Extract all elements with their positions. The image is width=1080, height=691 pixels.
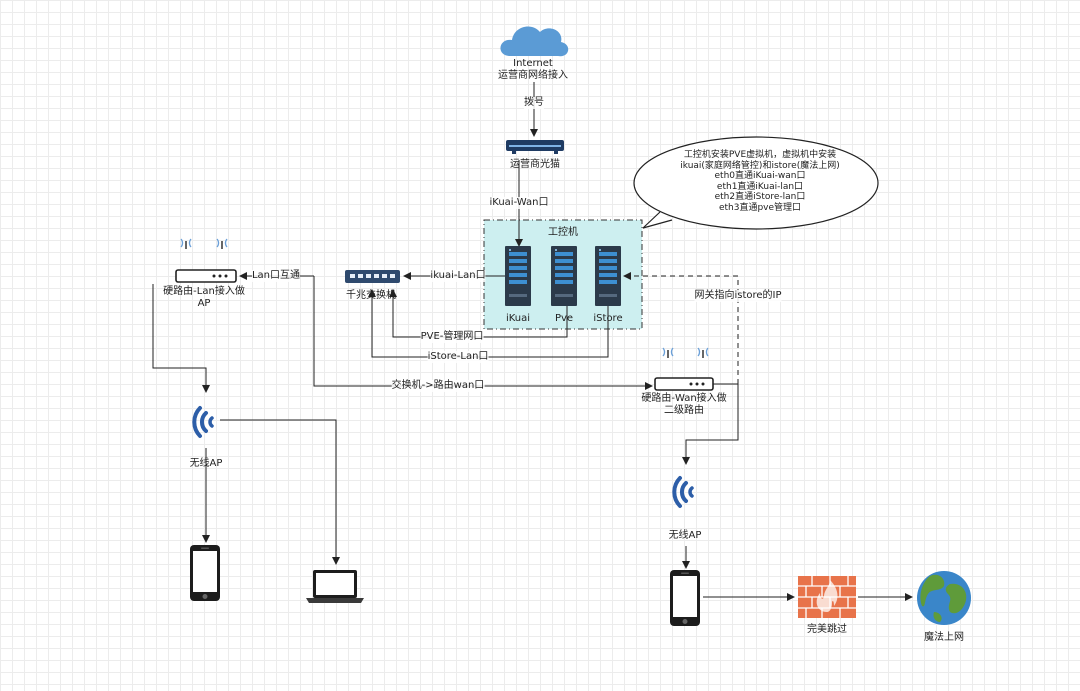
globe-icon xyxy=(917,571,971,625)
callout-line: eth2直通iStore-lan口 xyxy=(714,192,806,202)
firewall-label: 完美跳过 xyxy=(807,624,847,635)
server-istore-icon xyxy=(595,246,621,306)
callout-line: eth1直通iKuai-lan口 xyxy=(716,181,804,192)
callout-line: eth3直通pve管理口 xyxy=(718,202,802,213)
globe-label: 魔法上网 xyxy=(924,632,964,643)
ipc-title: 工控机 xyxy=(548,227,578,238)
internet-label: Internet 运营商网络接入 xyxy=(498,58,568,82)
edge-ap-laptop xyxy=(220,419,340,565)
modem-label: 运营商光猫 xyxy=(510,159,560,170)
internet-label-line2: 运营商网络接入 xyxy=(498,70,568,81)
callout-bubble xyxy=(633,136,879,230)
edge-gateway-dashed xyxy=(623,272,739,384)
phone-right-icon xyxy=(670,570,700,626)
laptop-icon xyxy=(306,570,364,603)
edge-istore-switch xyxy=(368,289,609,358)
router-lan-label: 硬路由-Lan接入做 AP xyxy=(163,286,245,310)
edge-label-gateway: 网关指向istore的IP xyxy=(694,290,782,302)
edge-label-istore-lan: iStore-Lan口 xyxy=(427,351,489,363)
edge-label-switch-to-wan: 交换机->路由wan口 xyxy=(391,380,485,392)
cloud-icon xyxy=(500,26,569,57)
switch-label: 千兆交换机 xyxy=(346,290,396,301)
callout-line: 工控机安装PVE虚拟机，虚拟机中安装 xyxy=(683,150,837,160)
server-pve-label: Pve xyxy=(554,313,574,324)
callout-line: eth0直通iKuai-wan口 xyxy=(714,171,806,181)
wireless-ap-right-label: 无线AP xyxy=(668,530,702,541)
wifi-right-icon xyxy=(672,476,694,508)
ikuai-wan-label: iKuai-Wan口 xyxy=(489,197,549,209)
callout-text: 工控机安装PVE虚拟机，虚拟机中安装 ikuai(家庭网络管控)和istore(… xyxy=(660,150,860,213)
edge-lanrouter-ap xyxy=(152,284,210,393)
edge-label-ikuai-lan: ikuai-Lan口 xyxy=(430,270,486,282)
edge-label-lan-interconnect: Lan口互通 xyxy=(251,270,301,282)
router-wan-label-line2: 二级路由 xyxy=(663,405,704,416)
server-istore-label: iStore xyxy=(593,313,623,324)
router-wan-label: 硬路由-Wan接入做 二级路由 xyxy=(641,393,726,417)
router-lan-label-line2: AP xyxy=(197,298,211,309)
edge-switch-wanrouter xyxy=(313,276,653,390)
phone-left-icon xyxy=(190,545,220,601)
wireless-ap-left-label: 无线AP xyxy=(189,458,223,469)
dial-label: 拨号 xyxy=(524,97,544,109)
edge-label-pve-mgmt: PVE-管理网口 xyxy=(420,331,484,343)
modem-icon xyxy=(506,140,564,154)
edge-wanrouter-ap xyxy=(682,383,739,465)
wifi-left-icon xyxy=(192,406,214,438)
firewall-icon xyxy=(798,576,856,618)
server-pve-icon xyxy=(551,246,577,306)
server-ikuai-label: iKuai xyxy=(505,313,531,324)
router-lan-label-line1: 硬路由-Lan接入做 xyxy=(163,286,245,297)
router-wan-icon xyxy=(654,347,714,391)
router-lan-icon xyxy=(175,238,237,283)
router-wan-label-line1: 硬路由-Wan接入做 xyxy=(641,393,727,404)
internet-label-line1: Internet xyxy=(513,58,553,69)
server-ikuai-icon xyxy=(505,246,531,306)
switch-icon xyxy=(345,270,400,283)
callout-line: ikuai(家庭网络管控)和istore(魔法上网) xyxy=(680,160,840,171)
